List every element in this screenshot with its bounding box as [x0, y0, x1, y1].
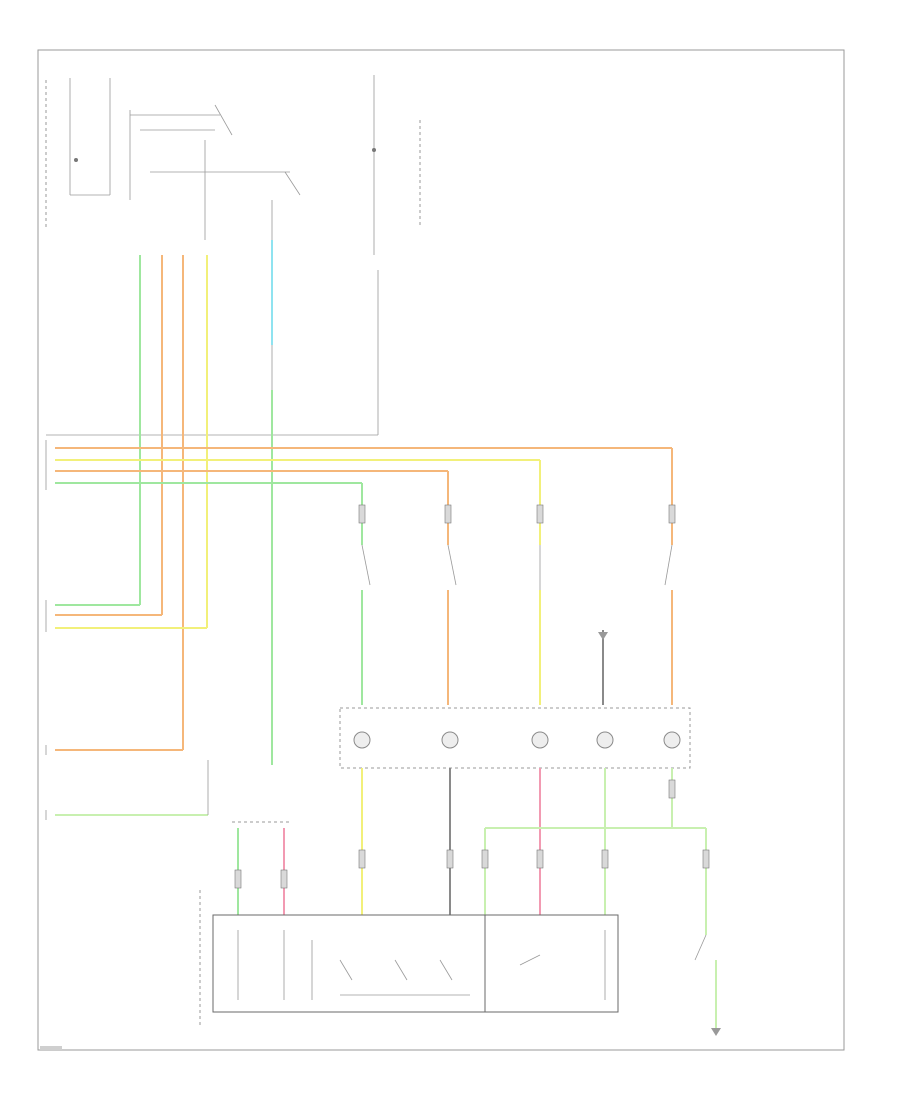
contact-2	[447, 544, 457, 586]
plug-1	[358, 504, 366, 524]
lamp-1	[353, 731, 371, 749]
plug-12	[234, 869, 242, 889]
switch-contact-a	[214, 104, 233, 136]
module-switch-3	[439, 959, 453, 981]
lamp-5	[663, 731, 681, 749]
indicator-panel	[339, 707, 691, 769]
plug-10	[702, 849, 710, 869]
plug-13	[280, 869, 288, 889]
ground-symbol-bottom	[711, 1028, 721, 1036]
plug-4	[668, 504, 676, 524]
fuse-node-right	[372, 148, 376, 152]
lamp-3	[531, 731, 549, 749]
ground-symbol-top	[598, 632, 608, 640]
brake-switch-contact	[694, 934, 707, 961]
plug-3	[536, 504, 544, 524]
contact-1	[361, 544, 371, 586]
plug-9	[481, 849, 489, 869]
module-switch-1	[339, 959, 353, 981]
cruise-control-module	[212, 914, 619, 1013]
module-switch-4	[519, 954, 541, 966]
plug-2	[444, 504, 452, 524]
page-id-mark	[40, 1046, 62, 1050]
switch-contact-c	[284, 171, 301, 196]
module-switch-2	[394, 959, 408, 981]
plug-7	[536, 849, 544, 869]
lamp-2	[441, 731, 459, 749]
diagram-frame	[37, 49, 845, 1051]
plug-11	[668, 779, 676, 799]
fuse-node-left	[74, 158, 78, 162]
plug-8	[601, 849, 609, 869]
plug-5	[358, 849, 366, 869]
lamp-4	[596, 731, 614, 749]
plug-6	[446, 849, 454, 869]
contact-4	[664, 544, 673, 586]
